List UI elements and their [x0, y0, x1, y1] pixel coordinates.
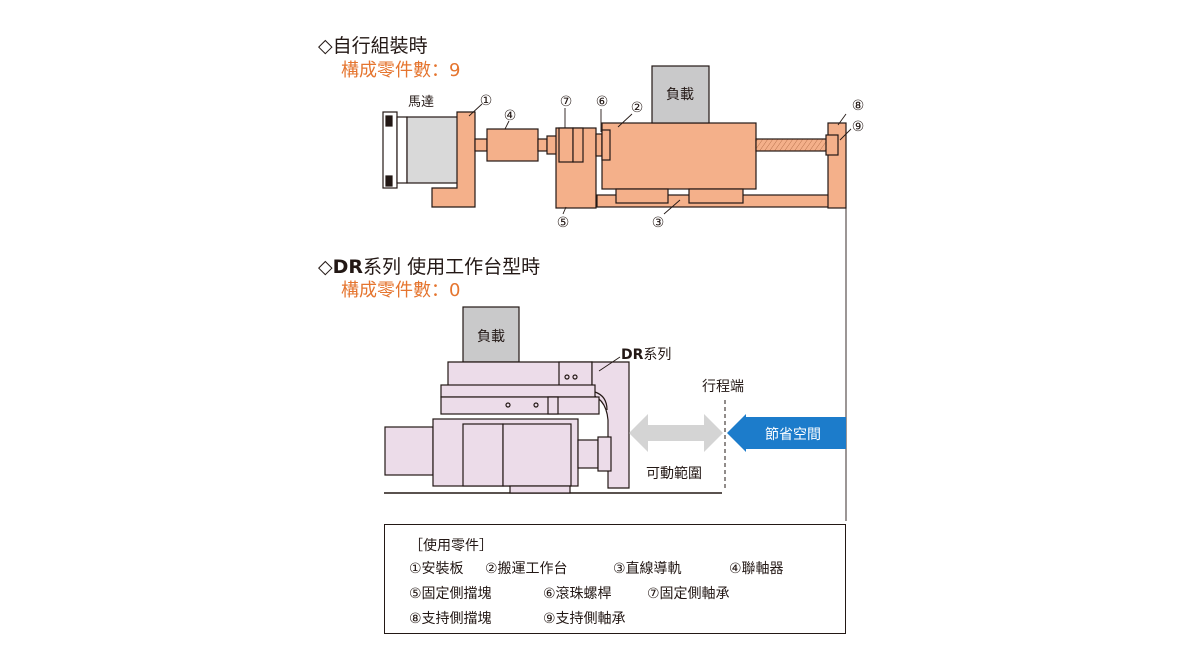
legend-item: ①安裝板	[409, 561, 464, 577]
section1-heading: ◇自行組裝時	[318, 35, 428, 57]
section2-title-bold: DR	[332, 256, 364, 278]
movable-range-label: 可動範圍	[646, 465, 702, 482]
legend-item: ④聯軸器	[729, 561, 784, 577]
support-bearing	[825, 134, 839, 156]
legend-item: ⑦固定側軸承	[647, 586, 730, 602]
dr-slider-lower	[440, 396, 600, 415]
section2-part-count: 構成零件數：0	[341, 280, 461, 301]
section2-title: 系列 使用工作台型時	[363, 256, 541, 278]
legend-item: ⑨支持側軸承	[543, 611, 626, 627]
section2-heading: ◇DR系列 使用工作台型時	[318, 256, 540, 278]
legend-item: ⑥滾珠螺桿	[543, 586, 612, 602]
movable-range-arrow	[629, 414, 723, 452]
load-label-dr: 負載	[477, 329, 505, 345]
callout-2: ②	[631, 100, 644, 116]
dr-series-diagram	[384, 306, 846, 494]
diamond-icon: ◇	[318, 35, 333, 57]
legend-item: ②搬運工作台	[485, 561, 568, 577]
coupling-shaft	[537, 138, 548, 152]
motor-shaft	[474, 138, 488, 152]
rail-block-1	[615, 188, 669, 204]
dr-series-rest: 系列	[643, 347, 671, 363]
self-assembly-labels: 負載 馬達 ① ④ ⑦ ⑥ ② ⑧ ⑨ ⑤ ③	[408, 87, 864, 231]
motor	[382, 111, 462, 189]
save-space-label: 節省空間	[765, 426, 821, 443]
coupling	[486, 128, 539, 162]
mounting-plate	[431, 111, 476, 208]
save-space-arrow	[727, 414, 846, 452]
fixed-bearing-inner	[572, 127, 584, 163]
load-label: 負載	[666, 87, 694, 103]
legend-title: ［使用零件］	[409, 538, 493, 554]
callout-1: ①	[480, 93, 493, 109]
dr-series-bold: DR	[621, 347, 644, 363]
dr-shaft	[577, 439, 599, 469]
dr-series-label: DR系列	[621, 347, 671, 363]
load-block	[651, 65, 710, 124]
dr-series-labels: 負載 DR系列 行程端 節省空間 可動範圍	[477, 329, 821, 482]
callout-7: ⑦	[560, 94, 573, 110]
callout-6: ⑥	[596, 94, 609, 110]
motor-label: 馬達	[408, 95, 434, 110]
callout-3: ③	[652, 215, 665, 231]
dr-shaft-nut	[597, 436, 612, 472]
legend-item: ③直線導軌	[613, 561, 682, 577]
callout-9: ⑨	[852, 119, 865, 135]
callout-8: ⑧	[852, 98, 865, 114]
callout-4: ④	[504, 108, 517, 124]
dr-motor-cap	[384, 426, 434, 476]
legend-item: ⑧支持側擋塊	[409, 611, 492, 627]
table-collar	[601, 129, 611, 161]
rail-block-2	[688, 188, 744, 204]
dr-slider-upper	[440, 384, 596, 398]
ball-screw	[755, 138, 829, 152]
fixed-bearing	[558, 127, 574, 163]
self-assembly-diagram	[382, 65, 852, 521]
callout-5: ⑤	[557, 215, 570, 231]
parts-legend: ［使用零件］ ①安裝板 ②搬運工作台 ③直線導軌 ④聯軸器 ⑤固定側擋塊 ⑥滾珠…	[384, 524, 846, 634]
leader-lines	[468, 103, 852, 521]
section1-title: 自行組裝時	[332, 35, 428, 57]
ball-screw-stub	[595, 133, 603, 157]
load-block-dr	[462, 306, 520, 363]
legend-item: ⑤固定側擋塊	[409, 586, 492, 602]
section1-part-count: 構成零件數：9	[341, 60, 461, 81]
diamond-icon: ◇	[318, 256, 333, 278]
stroke-end-label: 行程端	[702, 379, 744, 395]
transport-table	[601, 122, 757, 190]
